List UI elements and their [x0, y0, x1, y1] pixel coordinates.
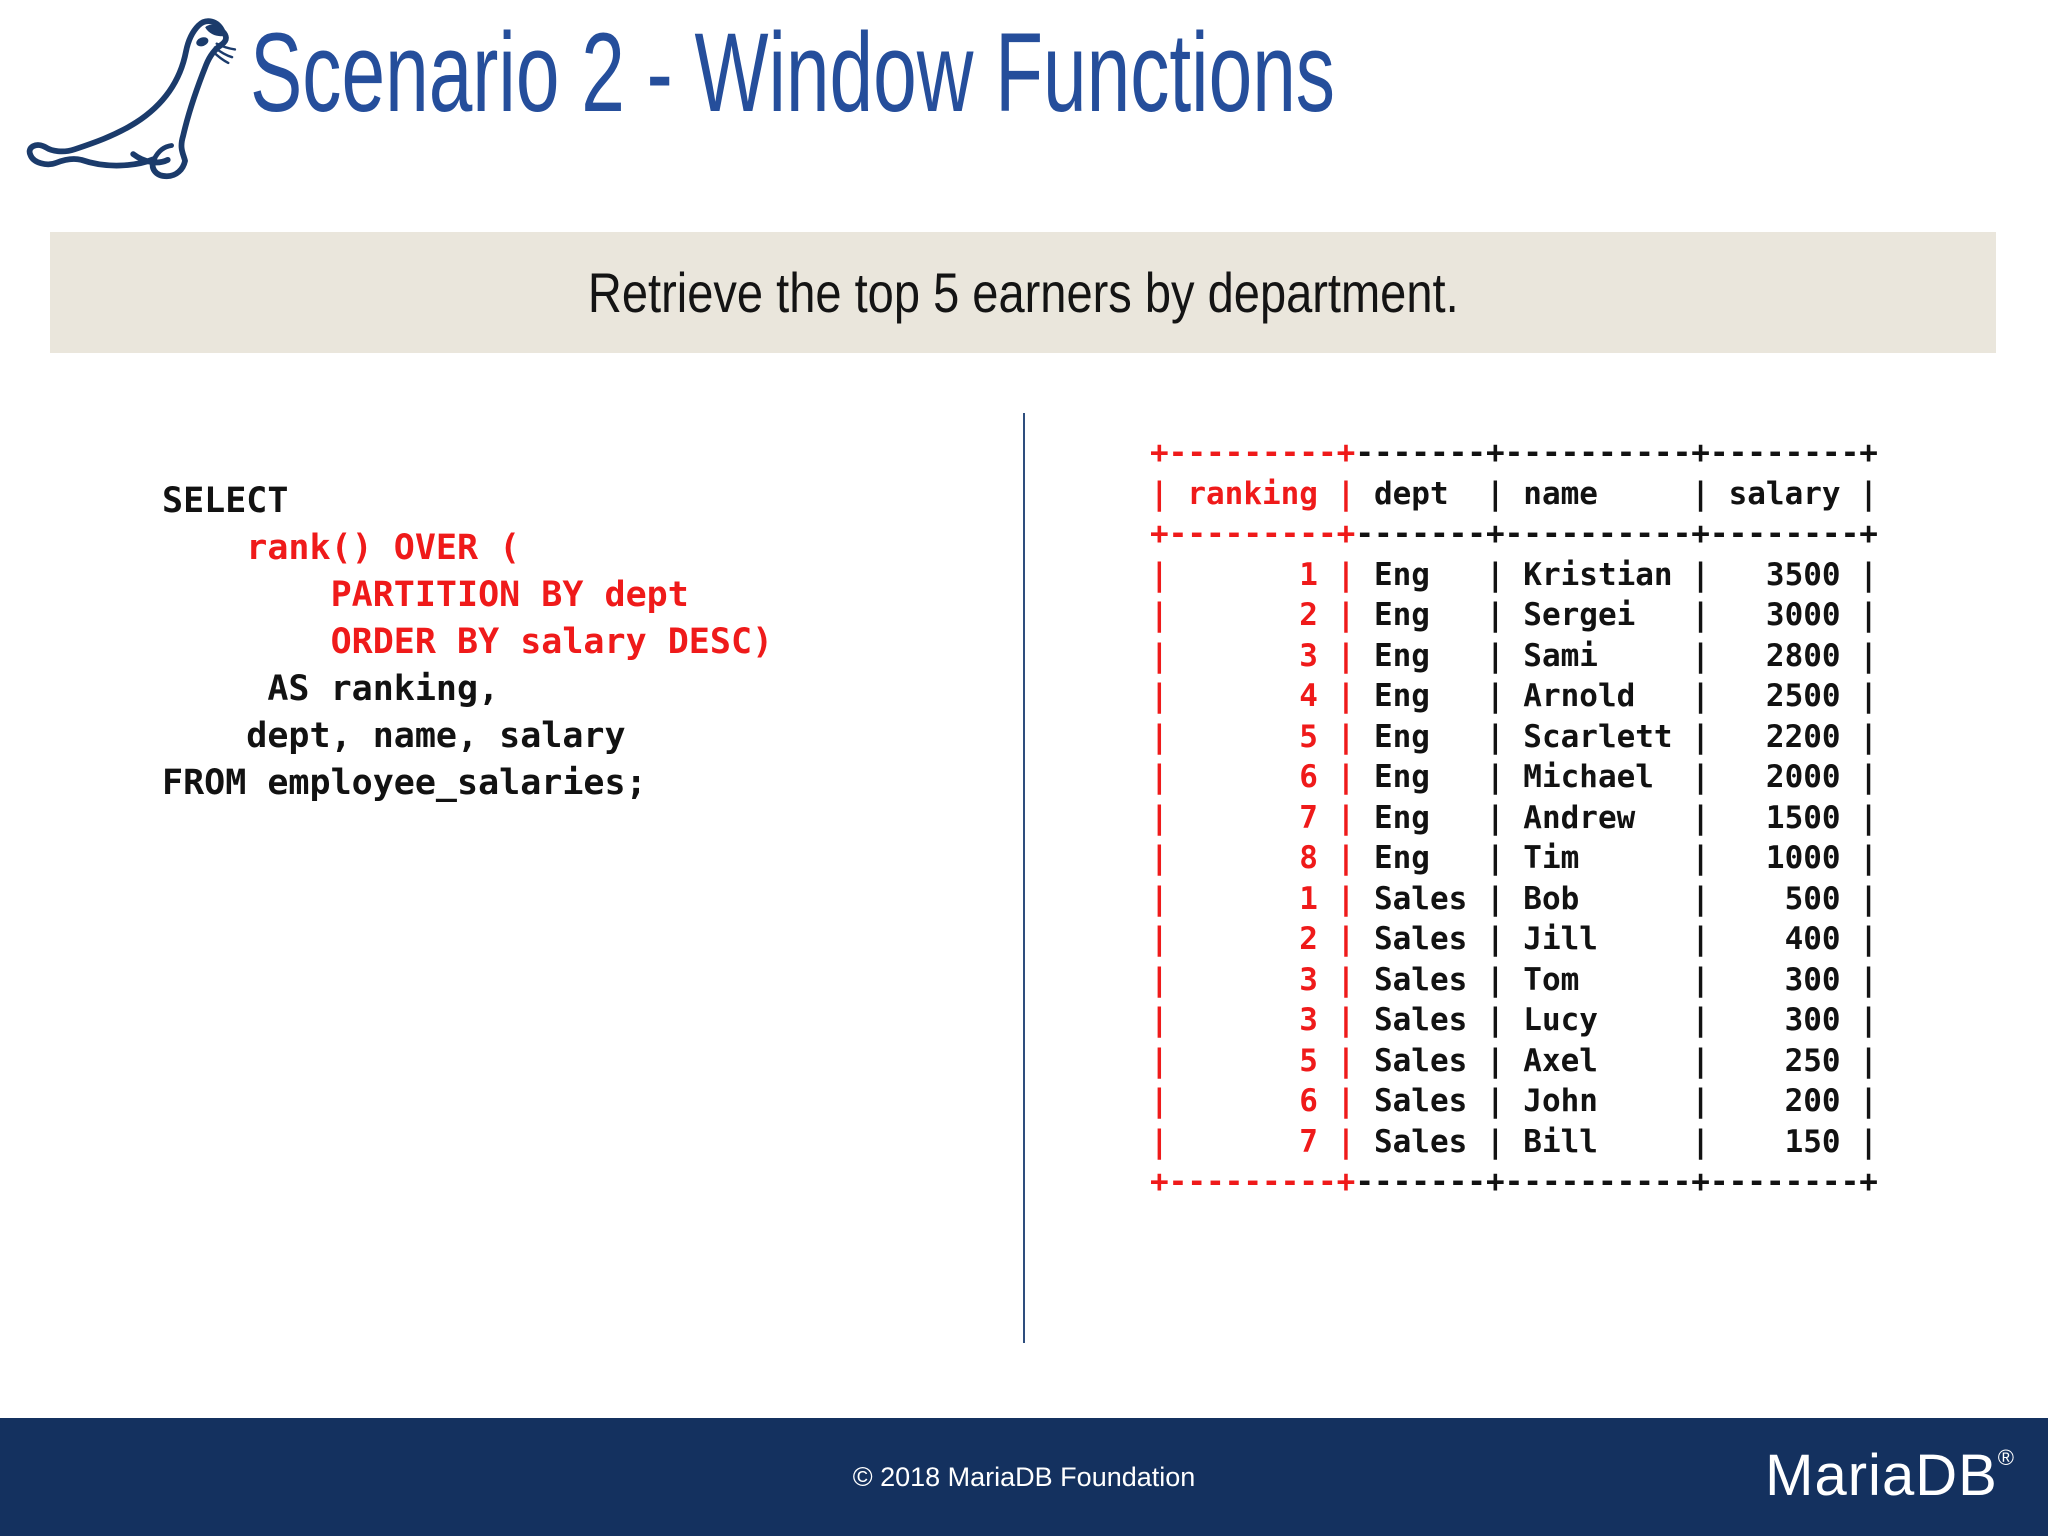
sql-code-block: SELECT rank() OVER ( PARTITION BY dept O…: [162, 481, 774, 803]
footer-bar: © 2018 MariaDB Foundation MariaDB®: [0, 1418, 2048, 1536]
mariadb-wordmark: MariaDB®: [1765, 1442, 2015, 1509]
seal-nose: [205, 24, 224, 37]
seal-eye: [196, 37, 209, 47]
scenario-banner-text: Retrieve the top 5 earners by department…: [587, 261, 1459, 324]
seal-hip-crease: [151, 143, 174, 162]
vertical-divider: [1023, 413, 1025, 1343]
mariadb-seal-logo-icon: [26, 18, 237, 180]
slide-title: Scenario 2 - Window Functions: [250, 10, 1336, 135]
registered-mark: ®: [1997, 1445, 2015, 1470]
seal-whiskers: [211, 42, 237, 65]
seal-body: [26, 18, 229, 180]
mariadb-wordmark-text: MariaDB: [1765, 1443, 1998, 1508]
scenario-banner: Retrieve the top 5 earners by department…: [50, 232, 1996, 353]
seal-rear-flipper: [130, 151, 171, 166]
footer-copyright: © 2018 MariaDB Foundation: [852, 1462, 1196, 1492]
query-result-table: +---------+-------+----------+--------+ …: [1150, 435, 1878, 1200]
